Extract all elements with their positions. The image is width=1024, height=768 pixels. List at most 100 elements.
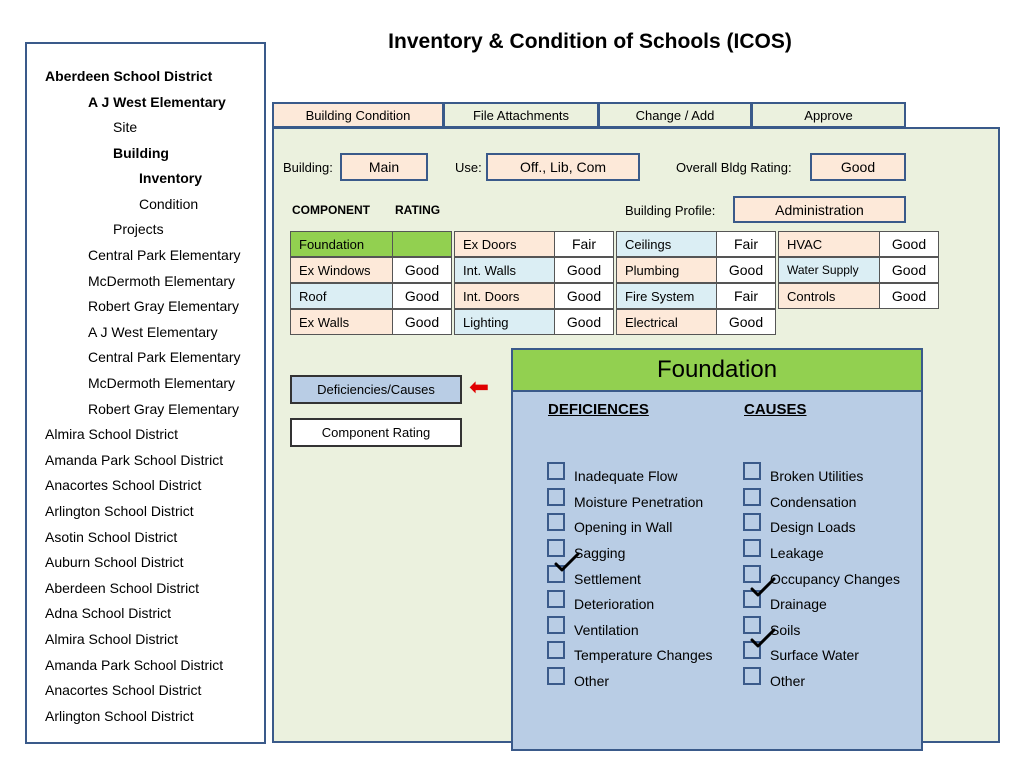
checkbox-icon[interactable]	[547, 590, 565, 608]
sidebar-item[interactable]: Robert Gray Elementary	[88, 298, 239, 314]
sidebar-item[interactable]: Almira School District	[45, 426, 179, 442]
checkbox-icon[interactable]	[547, 616, 565, 634]
checkbox-icon[interactable]	[743, 513, 761, 531]
sidebar-item[interactable]: Asotin School District	[45, 529, 178, 545]
building-profile-label: Building Profile:	[625, 203, 716, 218]
sidebar-item[interactable]: Aberdeen School District	[45, 580, 200, 596]
rating-plumbing[interactable]: Good	[716, 257, 776, 283]
component-fire-system[interactable]: Fire System	[616, 283, 717, 309]
sidebar-item[interactable]: Building	[113, 145, 169, 161]
deficiences-header: DEFICIENCES	[548, 401, 649, 418]
component-rating-button[interactable]: Component Rating	[290, 418, 462, 447]
foundation-dialog: Foundation DEFICIENCES CAUSES Inadequate…	[511, 348, 923, 751]
rating-fire-system[interactable]: Fair	[716, 283, 776, 309]
deficiencies-causes-button[interactable]: Deficiencies/Causes	[290, 375, 462, 404]
tab-change-add[interactable]: Change / Add	[598, 102, 752, 128]
component-int-doors[interactable]: Int. Doors	[454, 283, 555, 309]
checkbox-icon[interactable]	[547, 462, 565, 480]
component-roof[interactable]: Roof	[290, 283, 393, 309]
sidebar-item[interactable]: A J West Elementary	[88, 324, 218, 340]
sidebar-item[interactable]: Central Park Elementary	[88, 349, 241, 365]
rating-ceilings[interactable]: Fair	[716, 231, 776, 257]
component-foundation[interactable]: Foundation	[290, 231, 393, 257]
rating-ex-walls[interactable]: Good	[392, 309, 452, 335]
deficience-option: Deterioration	[574, 596, 655, 612]
sidebar-item[interactable]: Site	[113, 119, 138, 135]
checkbox-icon[interactable]	[547, 513, 565, 531]
deficience-option: Temperature Changes	[574, 647, 713, 663]
sidebar-item[interactable]: Adna School District	[45, 605, 172, 621]
component-ex-windows[interactable]: Ex Windows	[290, 257, 393, 283]
component-hvac[interactable]: HVAC	[778, 231, 880, 257]
cause-option: Soils	[770, 622, 801, 638]
checkbox-icon[interactable]	[547, 488, 565, 506]
rating-header: RATING	[395, 203, 441, 217]
cause-option: Other	[770, 673, 806, 689]
sidebar-item[interactable]: Condition	[139, 196, 199, 212]
dialog-title: Foundation	[513, 350, 921, 392]
building-field[interactable]: Main	[340, 153, 428, 181]
sidebar-item[interactable]: A J West Elementary	[88, 94, 226, 110]
rating-ex-doors[interactable]: Fair	[554, 231, 614, 257]
cause-option: Broken Utilities	[770, 468, 864, 484]
sidebar-item[interactable]: McDermoth Elementary	[88, 273, 236, 289]
sidebar-item[interactable]: Central Park Elementary	[88, 247, 241, 263]
sidebar-item[interactable]: Auburn School District	[45, 554, 184, 570]
component-plumbing[interactable]: Plumbing	[616, 257, 717, 283]
deficience-option: Sagging	[574, 545, 626, 561]
checkbox-icon[interactable]	[743, 565, 761, 583]
checkbox-icon[interactable]	[743, 667, 761, 685]
rating-water-supply[interactable]: Good	[879, 257, 939, 283]
component-controls[interactable]: Controls	[778, 283, 880, 309]
component-ex-doors[interactable]: Ex Doors	[454, 231, 555, 257]
sidebar-item[interactable]: Arlington School District	[45, 503, 194, 519]
sidebar-item[interactable]: McDermoth Elementary	[88, 375, 236, 391]
deficience-option: Inadequate Flow	[574, 468, 678, 484]
checkbox-icon[interactable]	[547, 539, 565, 557]
sidebar-item[interactable]: Anacortes School District	[45, 477, 202, 493]
rating-int-walls[interactable]: Good	[554, 257, 614, 283]
checkbox-icon[interactable]	[743, 539, 761, 557]
component-ceilings[interactable]: Ceilings	[616, 231, 717, 257]
sidebar-item[interactable]: Anacortes School District	[45, 682, 202, 698]
rating-int-doors[interactable]: Good	[554, 283, 614, 309]
tab-file-attachments[interactable]: File Attachments	[443, 102, 599, 128]
checkbox-icon[interactable]	[743, 488, 761, 506]
causes-header: CAUSES	[744, 401, 807, 418]
rating-roof[interactable]: Good	[392, 283, 452, 309]
component-electrical[interactable]: Electrical	[616, 309, 717, 335]
rating-lighting[interactable]: Good	[554, 309, 614, 335]
cause-option: Leakage	[770, 545, 824, 561]
sidebar-item[interactable]: Aberdeen School District	[45, 68, 213, 84]
component-header: COMPONENT	[292, 203, 370, 217]
left-arrow-icon: ⬅	[469, 374, 490, 401]
component-lighting[interactable]: Lighting	[454, 309, 555, 335]
checkbox-icon[interactable]	[547, 641, 565, 659]
checkbox-icon[interactable]	[743, 462, 761, 480]
component-int-walls[interactable]: Int. Walls	[454, 257, 555, 283]
overall-rating-field[interactable]: Good	[810, 153, 906, 181]
rating-electrical[interactable]: Good	[716, 309, 776, 335]
sidebar-item[interactable]: Amanda Park School District	[45, 657, 224, 673]
sidebar-item[interactable]: Projects	[113, 221, 164, 237]
component-ex-walls[interactable]: Ex Walls	[290, 309, 393, 335]
checkbox-icon[interactable]	[547, 667, 565, 685]
cause-option: Condensation	[770, 494, 857, 510]
sidebar-item[interactable]: Amanda Park School District	[45, 452, 224, 468]
checkmark-icon	[750, 577, 776, 597]
rating-foundation[interactable]	[392, 231, 452, 257]
building-profile-field[interactable]: Administration	[733, 196, 906, 223]
rating-hvac[interactable]: Good	[879, 231, 939, 257]
deficience-option: Ventilation	[574, 622, 639, 638]
sidebar-item[interactable]: Arlington School District	[45, 708, 194, 724]
checkbox-icon[interactable]	[743, 616, 761, 634]
use-field[interactable]: Off., Lib, Com	[486, 153, 640, 181]
sidebar-item[interactable]: Inventory	[139, 170, 203, 186]
sidebar-item[interactable]: Almira School District	[45, 631, 179, 647]
rating-controls[interactable]: Good	[879, 283, 939, 309]
tab-building-condition[interactable]: Building Condition	[272, 102, 444, 128]
sidebar-item[interactable]: Robert Gray Elementary	[88, 401, 239, 417]
tab-approve[interactable]: Approve	[751, 102, 906, 128]
component-water-supply[interactable]: Water Supply	[778, 257, 880, 283]
rating-ex-windows[interactable]: Good	[392, 257, 452, 283]
